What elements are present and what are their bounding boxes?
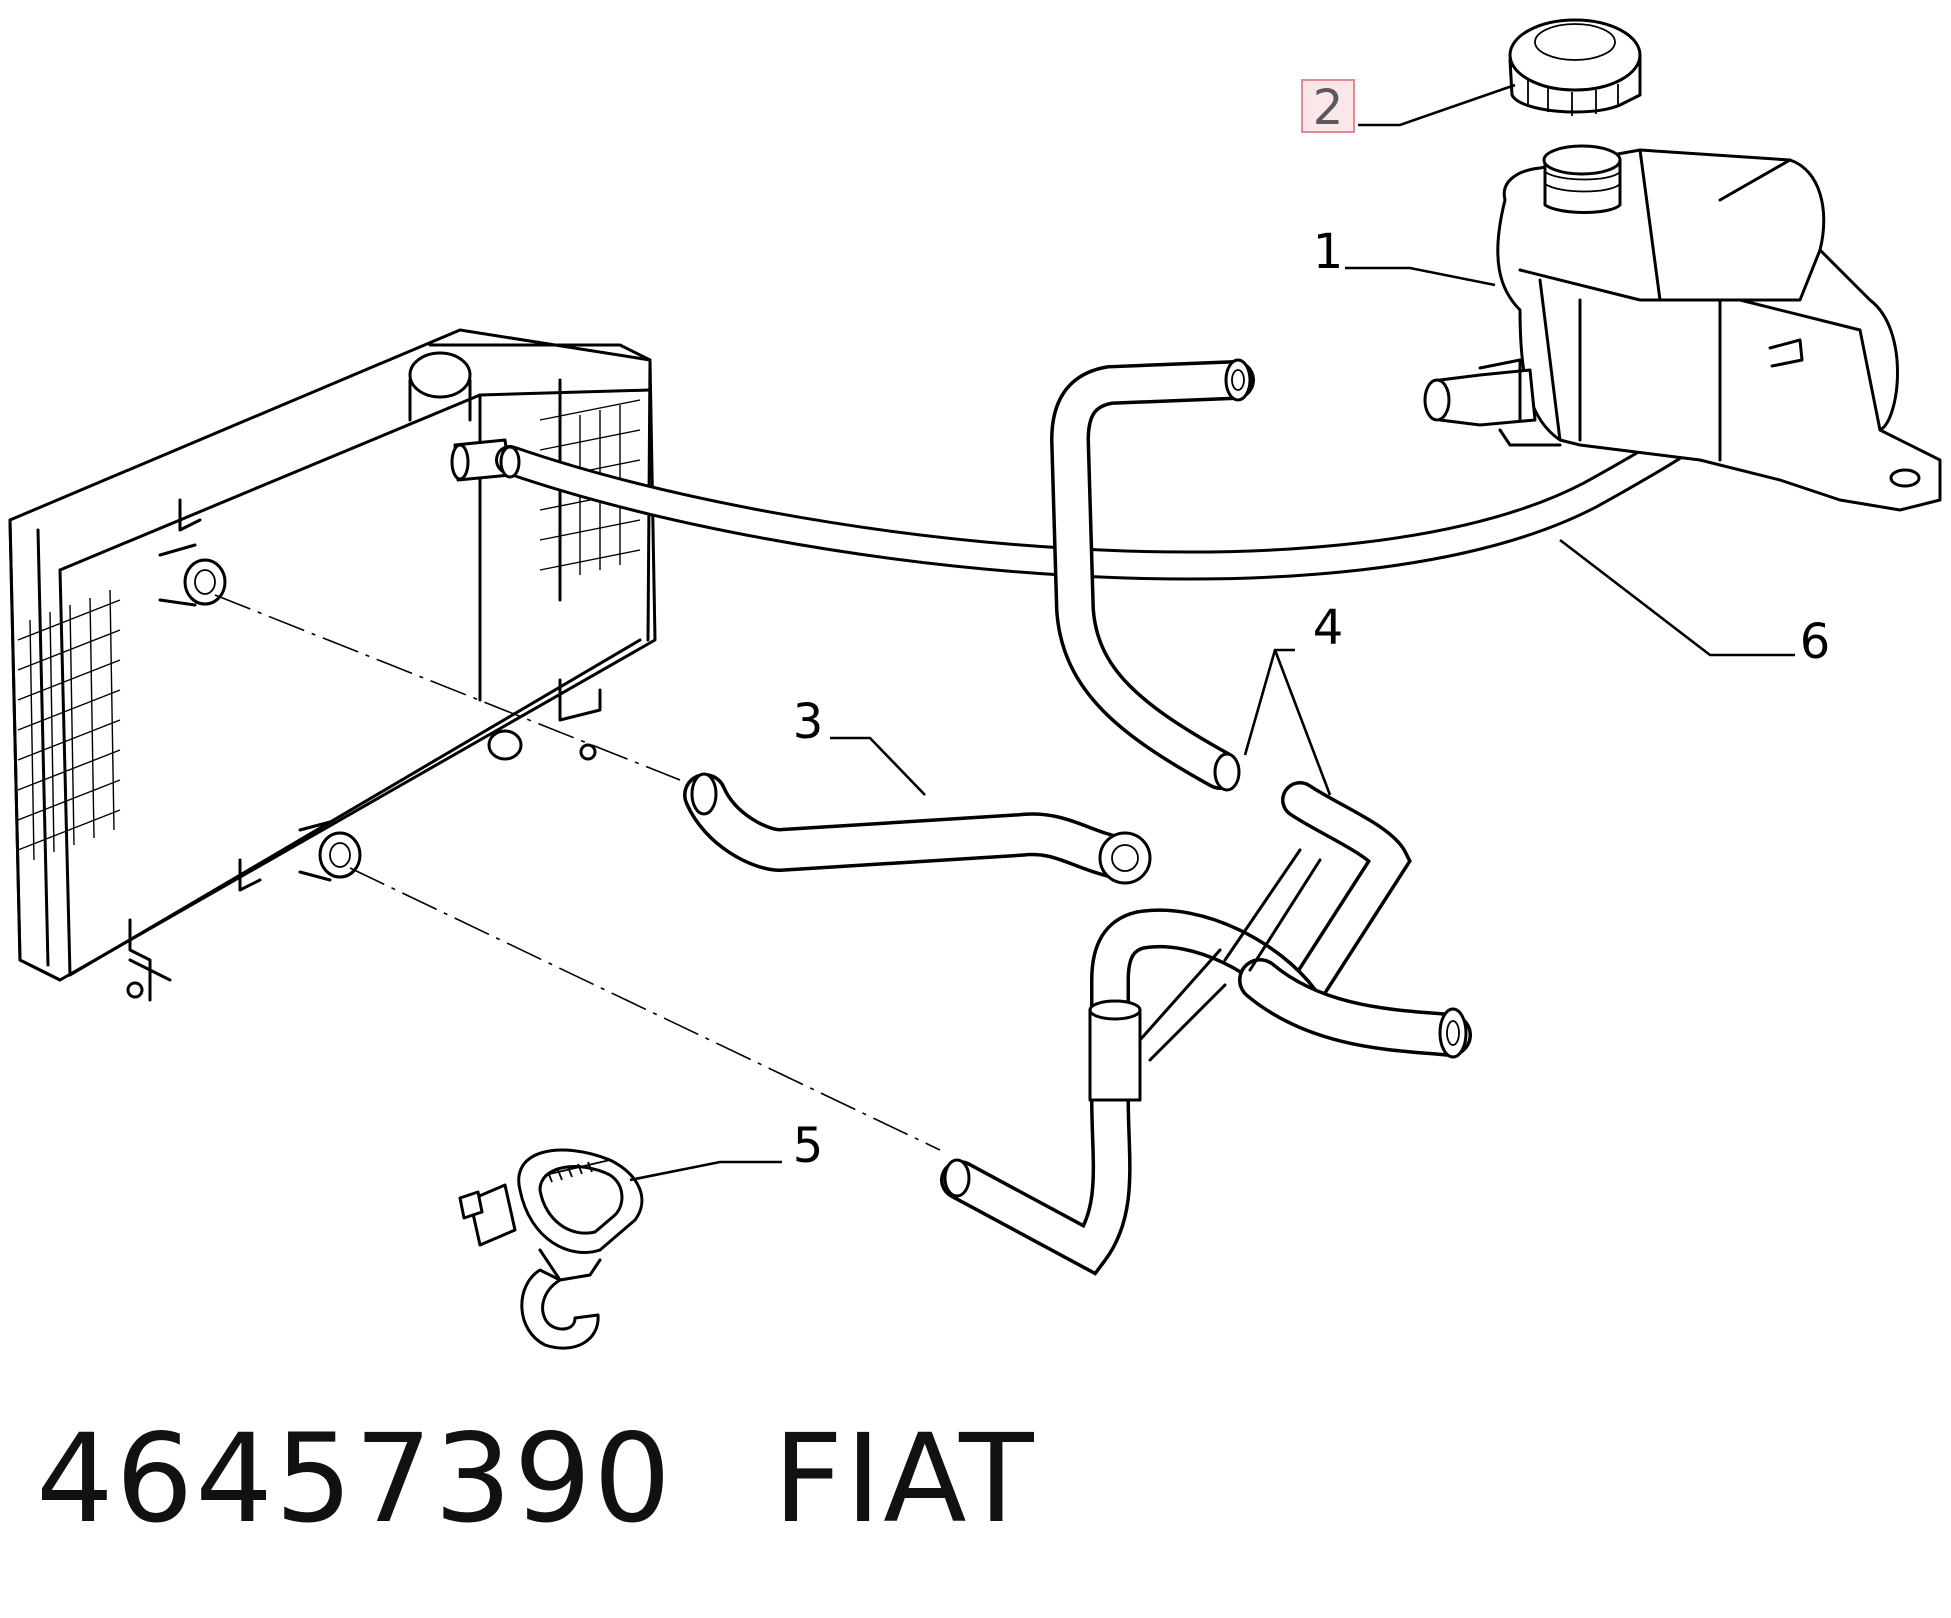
radiator-cap <box>1508 18 1642 116</box>
leader-4b <box>1273 649 1332 796</box>
hose-4-lower <box>940 781 1472 1276</box>
callout-4[interactable]: 4 <box>1313 600 1344 656</box>
part-number: 46457390 <box>36 1408 673 1550</box>
hose-3 <box>683 772 1152 885</box>
callout-1[interactable]: 1 <box>1313 224 1344 280</box>
leader-6 <box>1559 538 1795 657</box>
leader-3 <box>830 736 926 796</box>
leader-1 <box>1345 266 1496 287</box>
callout-5[interactable]: 5 <box>793 1118 824 1174</box>
leader-lines <box>629 83 1795 1182</box>
callout-3[interactable]: 3 <box>793 694 824 750</box>
leader-4a <box>1243 648 1295 756</box>
leader-2 <box>1358 83 1516 127</box>
alignment-line-lower <box>349 867 941 1151</box>
callout-2[interactable]: 2 <box>1313 80 1344 136</box>
leader-5 <box>629 1160 782 1182</box>
brand-name: FIAT <box>772 1408 1036 1550</box>
expansion-tank <box>1423 144 1942 512</box>
callout-6[interactable]: 6 <box>1800 614 1831 670</box>
hose-clamp <box>458 1148 644 1350</box>
callout-2-highlight[interactable] <box>1301 79 1355 133</box>
hose-4-upper <box>1049 358 1255 792</box>
radiator <box>8 328 657 1002</box>
alignment-line-upper <box>214 594 681 781</box>
callout-labels: 2 1 6 4 3 5 <box>793 79 1831 1174</box>
